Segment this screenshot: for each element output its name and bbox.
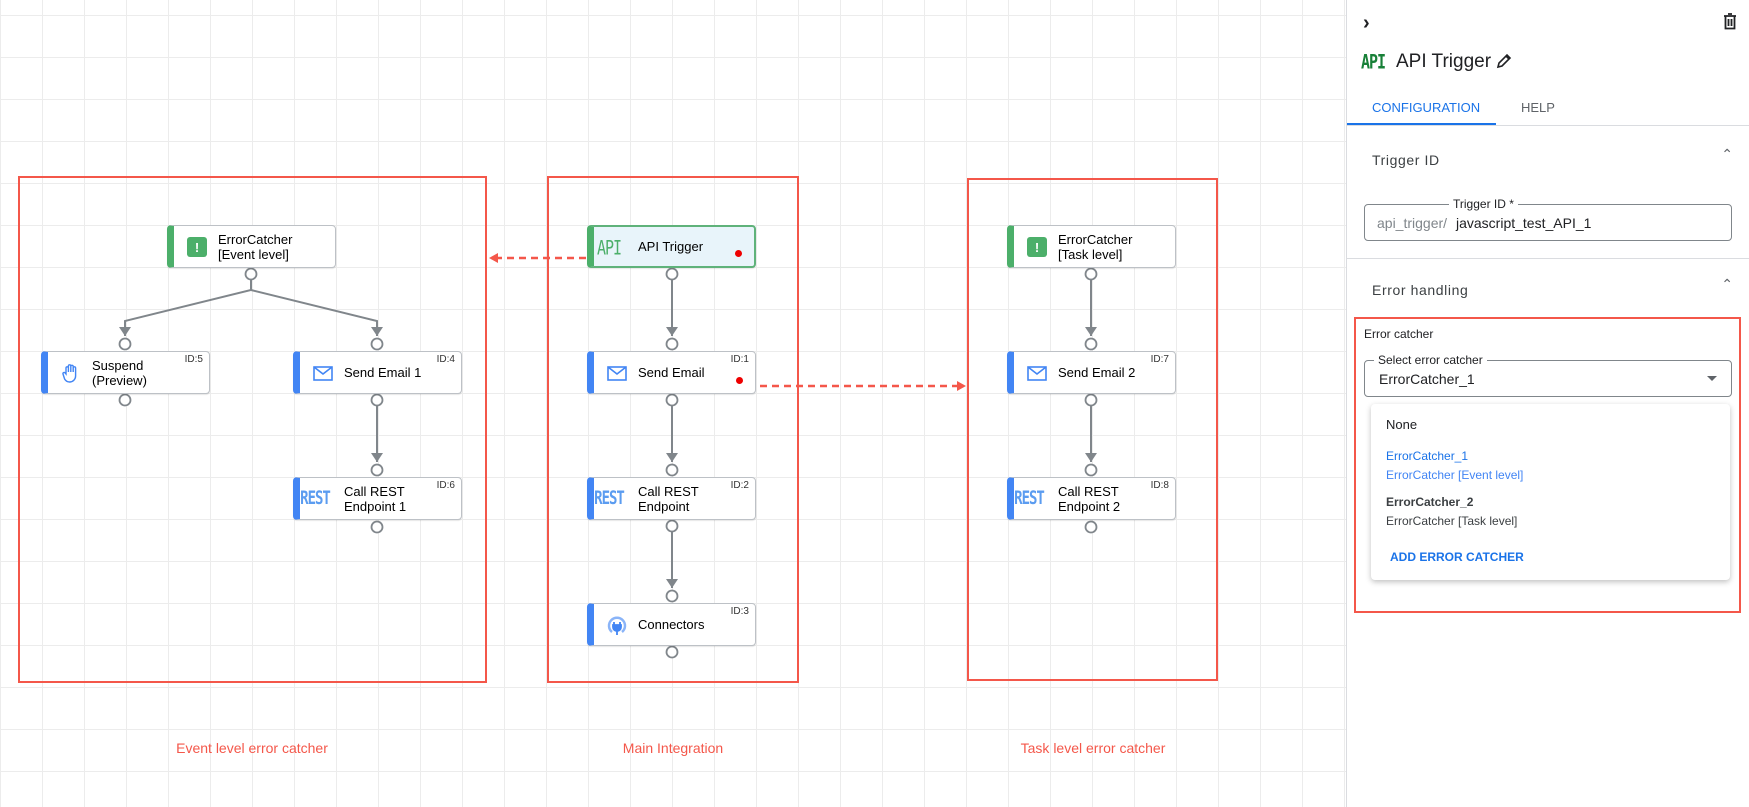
- highlight-box: [1354, 317, 1741, 613]
- error-catcher-icon: !: [184, 236, 210, 258]
- trigger-id-value[interactable]: javascript_test_API_1: [1456, 215, 1592, 231]
- node-title: Send Email: [638, 365, 705, 380]
- dropdown-arrow-icon[interactable]: [1707, 376, 1717, 381]
- rest-icon: REST: [594, 488, 625, 510]
- edit-pencil-icon[interactable]: [1496, 53, 1512, 74]
- panel-title: API Trigger: [1396, 51, 1492, 72]
- node-subtitle: Endpoint 1: [344, 498, 407, 514]
- node-title: Call REST: [344, 483, 405, 499]
- divider: [1347, 125, 1749, 126]
- field-label: Trigger ID *: [1449, 197, 1518, 211]
- option-errorcatcher-2-desc: ErrorCatcher [Task level]: [1386, 514, 1518, 528]
- error-catcher-menu: None ErrorCatcher_1 ErrorCatcher [Event …: [1371, 404, 1730, 580]
- node-error-catcher-task[interactable]: ! ErrorCatcher[Task level]: [1007, 225, 1176, 268]
- hand-icon: [58, 362, 84, 384]
- error-catcher-icon: !: [1024, 236, 1050, 258]
- field-label: Select error catcher: [1374, 353, 1487, 367]
- tab-help[interactable]: HELP: [1521, 100, 1555, 115]
- rest-icon: REST: [1014, 488, 1045, 510]
- node-id: ID:4: [436, 354, 455, 365]
- chevron-up-icon[interactable]: ⌃: [1721, 146, 1733, 162]
- api-icon: API: [1361, 50, 1386, 74]
- node-title: Suspend: [92, 357, 144, 373]
- select-error-catcher[interactable]: Select error catcher ErrorCatcher_1: [1364, 353, 1732, 397]
- event-level-label: Event level error catcher: [176, 740, 328, 756]
- main-integration-label: Main Integration: [622, 740, 724, 756]
- main-integration-group-box: [547, 176, 799, 683]
- selected-value: ErrorCatcher_1: [1379, 371, 1475, 387]
- option-errorcatcher-2[interactable]: ErrorCatcher_2: [1386, 495, 1474, 509]
- error-catcher-label: Error catcher: [1364, 327, 1434, 341]
- integration-canvas[interactable]: Event level error catcher Main Integrati…: [0, 0, 1346, 807]
- node-suspend[interactable]: Suspend(Preview) ID:5: [41, 351, 210, 394]
- node-title: API Trigger: [638, 239, 704, 254]
- rest-icon: REST: [300, 488, 331, 510]
- task-level-label: Task level error catcher: [1020, 740, 1166, 756]
- connection-ports: [118, 267, 1098, 659]
- node-error-catcher-event[interactable]: ! ErrorCatcher[Event level]: [167, 225, 336, 268]
- collapse-panel-chevron-icon[interactable]: ›: [1363, 12, 1370, 34]
- option-none[interactable]: None: [1386, 417, 1418, 432]
- error-handler-dot: [735, 250, 742, 257]
- error-handler-dot: [736, 377, 743, 384]
- option-errorcatcher-1-desc: ErrorCatcher [Event level]: [1386, 468, 1524, 482]
- error-handling-section-title[interactable]: Error handling: [1372, 282, 1469, 298]
- connector-plug-icon: [604, 614, 630, 636]
- arrowhead-left: [489, 253, 498, 263]
- trigger-id-field[interactable]: Trigger ID * api_trigger/ javascript_tes…: [1364, 197, 1732, 241]
- node-id: ID:7: [1150, 354, 1169, 365]
- trash-icon[interactable]: [1723, 13, 1737, 35]
- trigger-id-prefix: api_trigger/: [1377, 215, 1448, 231]
- node-title: ErrorCatcher: [218, 231, 293, 247]
- chevron-up-icon[interactable]: ⌃: [1721, 276, 1733, 292]
- node-title: Send Email 2: [1058, 365, 1136, 380]
- node-id: ID:5: [184, 354, 203, 365]
- node-subtitle: [Task level]: [1058, 246, 1123, 262]
- divider: [1347, 258, 1749, 259]
- edge-arrowheads: [119, 327, 1097, 588]
- node-title: Connectors: [638, 617, 705, 632]
- active-tab-indicator: [1347, 123, 1496, 126]
- node-id: ID:6: [436, 480, 455, 491]
- node-send-email-1[interactable]: Send Email 1 ID:4: [293, 351, 462, 394]
- trigger-id-section-title[interactable]: Trigger ID: [1372, 152, 1440, 168]
- node-subtitle: [Event level]: [218, 246, 289, 262]
- event-level-group-box: [18, 176, 487, 683]
- mail-icon: [604, 362, 630, 384]
- node-id: ID:3: [730, 606, 749, 617]
- error-catcher-links: [492, 256, 960, 388]
- config-panel: › API API Trigger CONFIGURATION HELP Tri…: [1346, 0, 1749, 807]
- node-title: Send Email 1: [344, 365, 422, 380]
- node-title: Call REST: [638, 483, 699, 499]
- node-send-email[interactable]: Send Email ID:1: [587, 351, 756, 394]
- arrowhead-right: [957, 381, 966, 391]
- node-subtitle: Endpoint: [638, 498, 690, 514]
- node-title: Call REST: [1058, 483, 1119, 499]
- option-errorcatcher-1[interactable]: ErrorCatcher_1: [1386, 449, 1469, 463]
- node-api-trigger[interactable]: API API Trigger: [587, 225, 756, 268]
- node-send-email-2[interactable]: Send Email 2 ID:7: [1007, 351, 1176, 394]
- node-id: ID:8: [1150, 480, 1169, 491]
- task-level-group-box: [967, 178, 1218, 681]
- node-subtitle: (Preview): [92, 372, 147, 388]
- api-icon: API: [596, 236, 622, 260]
- node-id: ID:2: [730, 480, 749, 491]
- node-id: ID:1: [730, 354, 749, 365]
- mail-icon: [310, 362, 336, 384]
- tab-configuration[interactable]: CONFIGURATION: [1372, 100, 1481, 115]
- edges-layer: [118, 253, 1098, 659]
- node-title: ErrorCatcher: [1058, 231, 1133, 247]
- node-subtitle: Endpoint 2: [1058, 498, 1121, 514]
- add-error-catcher-button[interactable]: ADD ERROR CATCHER: [1390, 550, 1524, 564]
- mail-icon: [1024, 362, 1050, 384]
- node-connectors[interactable]: Connectors ID:3: [587, 603, 756, 646]
